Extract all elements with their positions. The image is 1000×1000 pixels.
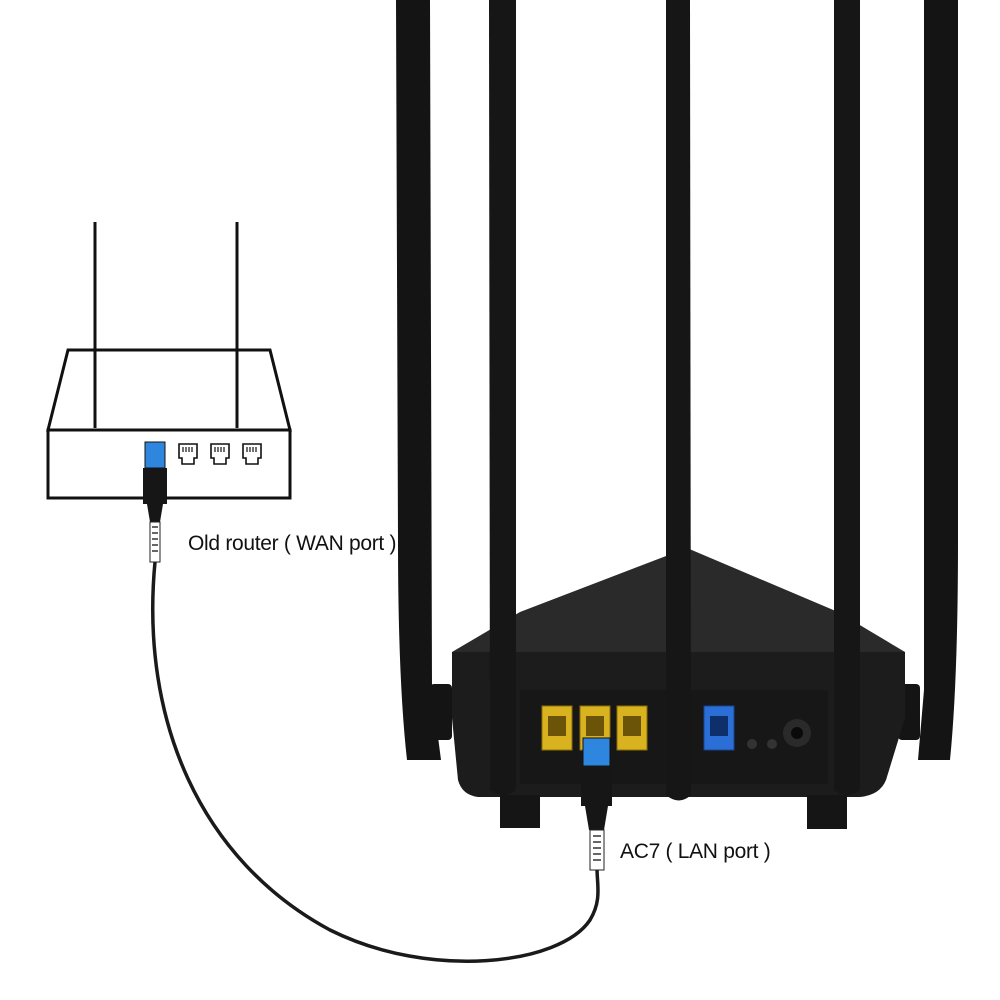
antenna-1: [396, 0, 441, 760]
antenna-2: [489, 0, 516, 795]
ac7-lan-port-label: AC7 ( LAN port ): [620, 840, 771, 863]
old-router-cable-plug: [143, 441, 167, 563]
old-router-lan-port-icon: [242, 443, 262, 465]
antenna-3: [666, 0, 691, 801]
old-router-top: [46, 348, 292, 432]
wps-button: [767, 739, 777, 749]
power-jack: [783, 719, 811, 747]
lan-port-3: [616, 705, 648, 751]
ac7-antennas: [396, 0, 958, 801]
old-router-lan-port-icon: [178, 443, 198, 465]
wan-port: [703, 705, 735, 751]
old-router-wan-port-label: Old router ( WAN port ): [188, 532, 397, 555]
old-router-lan-port-icon: [210, 443, 230, 465]
reset-button: [747, 739, 757, 749]
antenna-4: [834, 0, 860, 795]
antenna-5: [918, 0, 958, 760]
router-foot-left: [500, 795, 540, 828]
router-foot-right: [807, 795, 847, 829]
ethernet-cable: [151, 560, 600, 963]
lan-port-1: [541, 705, 573, 751]
old-router: [46, 222, 292, 500]
ac7-cable-plug: [581, 737, 612, 871]
